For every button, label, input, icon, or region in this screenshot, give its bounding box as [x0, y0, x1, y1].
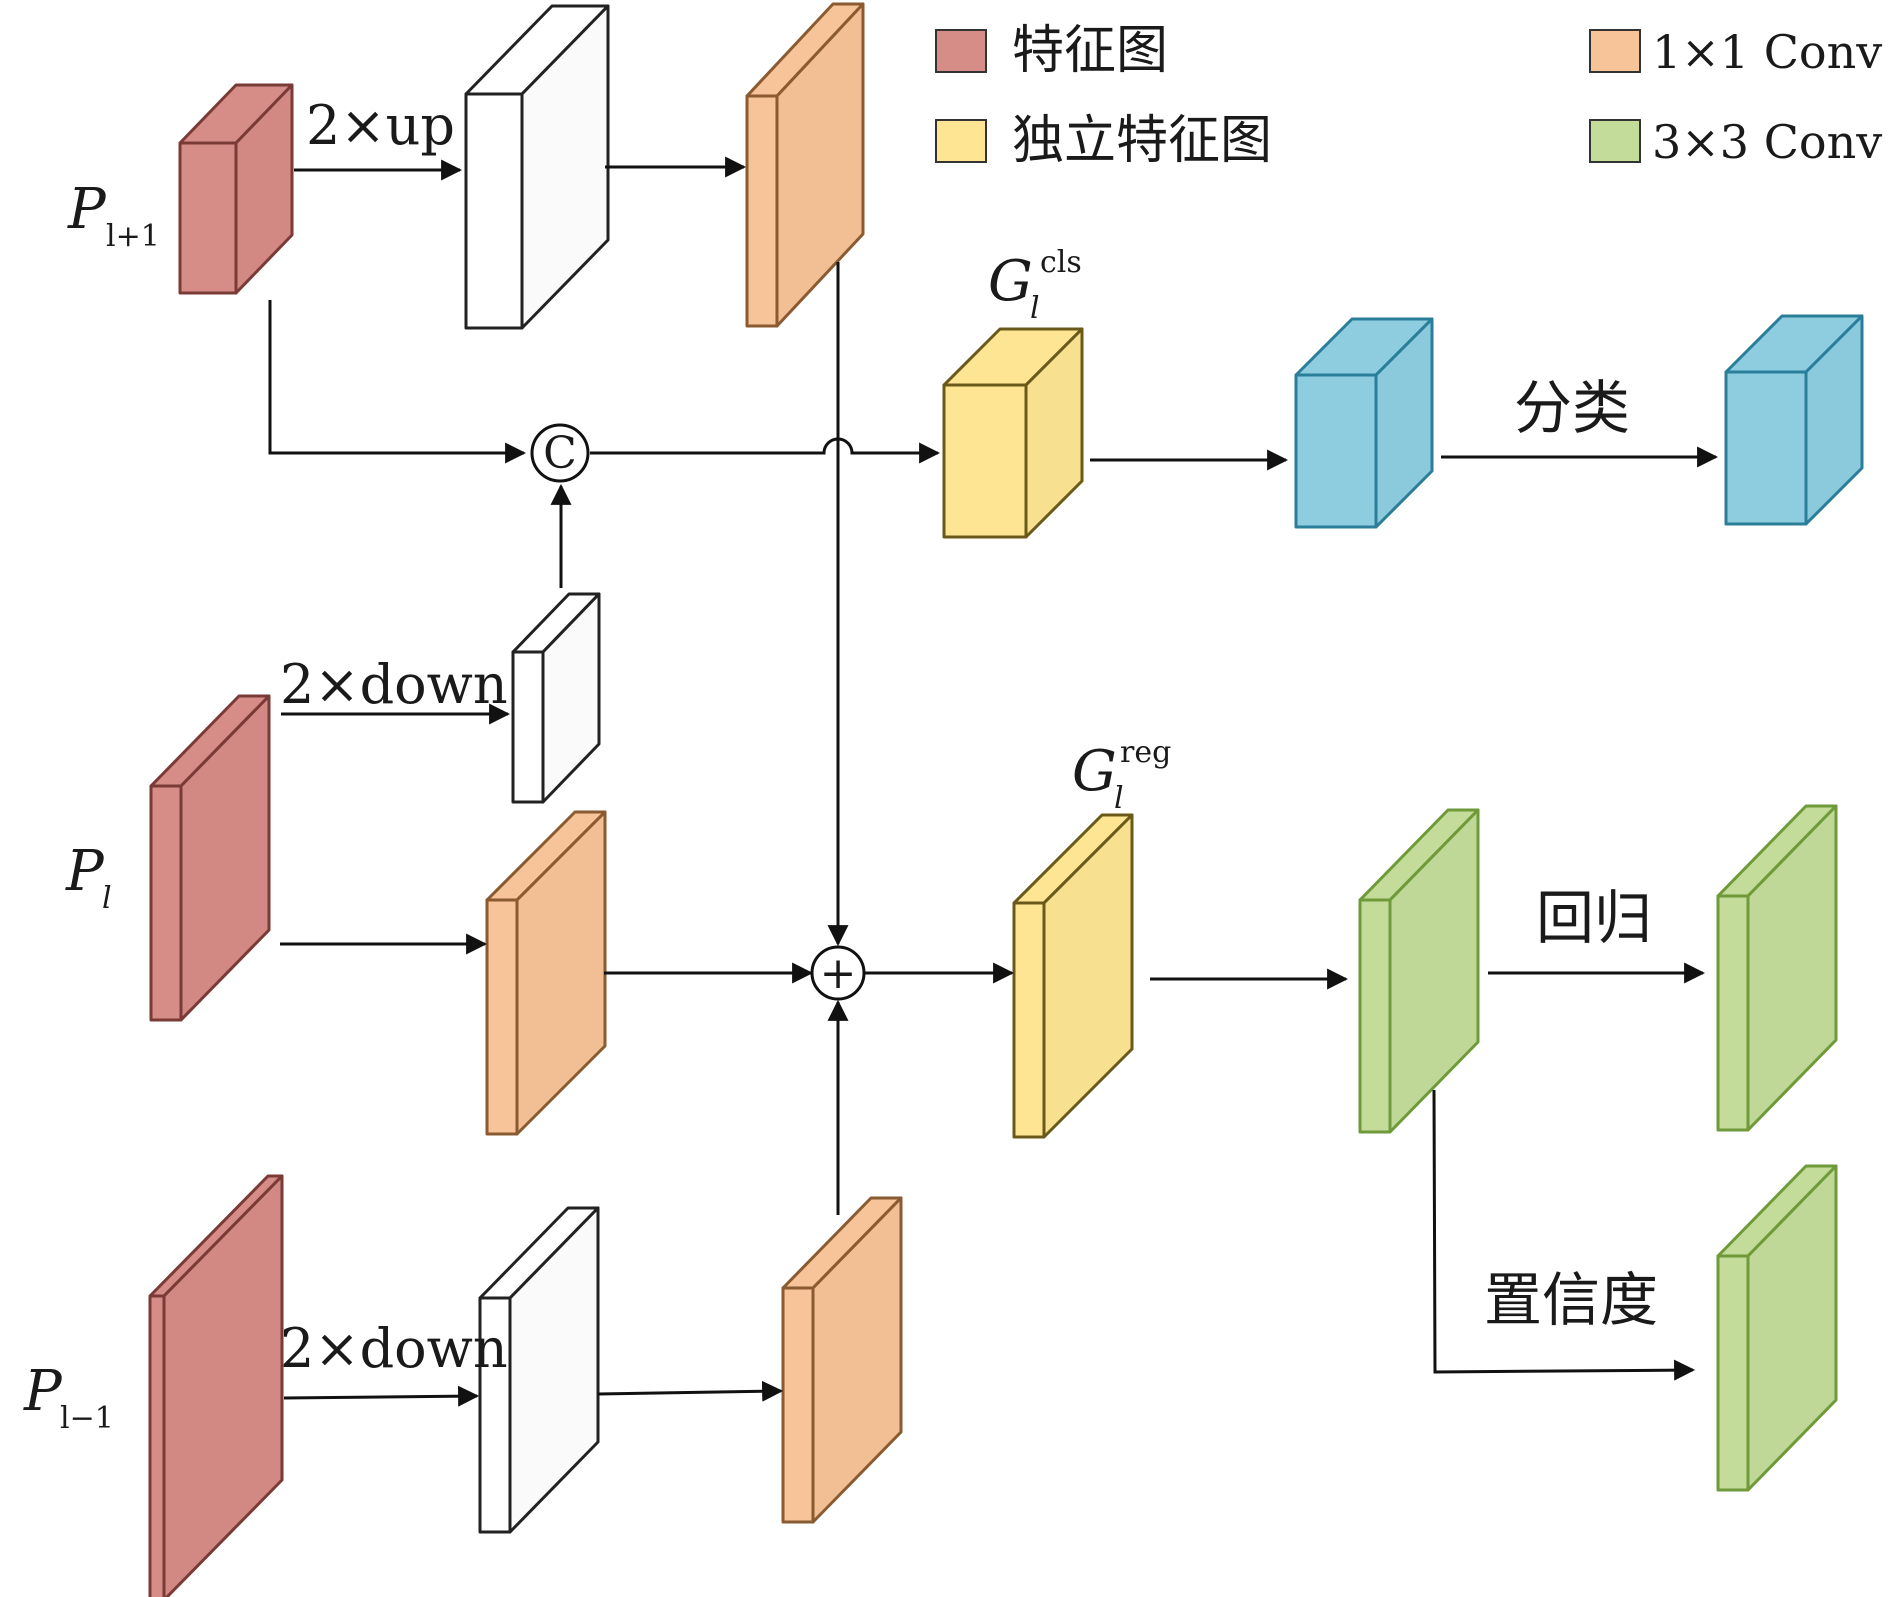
regress-label: 回归: [1536, 884, 1652, 952]
label-p-mid: P l: [65, 839, 112, 916]
up-label: 2×up: [306, 94, 455, 157]
p-mid-base: P: [65, 839, 105, 904]
block-cls-b-front: [1724, 370, 1808, 526]
down-label-low: 2×down: [280, 1317, 508, 1380]
block-p-upper-front: [178, 141, 238, 295]
block-g-reg-front: [1012, 901, 1046, 1139]
label-g-cls: G l cls: [988, 245, 1082, 326]
legend-label-conv1x1: 1×1 Conv: [1652, 25, 1882, 79]
label-p-lower: P l−1: [23, 1359, 114, 1436]
block-p-mid: [149, 694, 271, 1022]
block-down-mid-front: [511, 650, 545, 804]
legend-swatch-independent-feature: [935, 119, 987, 163]
add-symbol: +: [820, 948, 857, 999]
block-conv-mid-front: [485, 898, 519, 1136]
block-green-b-front: [1716, 894, 1750, 1132]
block-conv-mid: [485, 810, 607, 1136]
legend-label-conv3x3: 3×3 Conv: [1652, 115, 1882, 169]
block-cls-a: [1294, 317, 1434, 529]
legend-label-feature-map: 特征图: [1012, 21, 1168, 81]
block-g-cls: [942, 327, 1084, 539]
arrow-concat-to-gcls: [590, 437, 941, 464]
block-g-cls-front: [942, 383, 1028, 539]
arrow-pl-1-to-down: [283, 1385, 480, 1407]
g-reg-sup: reg: [1120, 735, 1171, 770]
concat-op: C: [530, 423, 590, 483]
block-down-mid: [511, 592, 601, 804]
arrow-pl1-to-concat: [268, 300, 527, 464]
concat-symbol: C: [543, 428, 577, 479]
block-p-lower-side: [162, 1174, 284, 1597]
g-cls-base: G: [988, 249, 1033, 314]
block-conv-top: [745, 2, 865, 328]
p-upper-sub: l+1: [106, 219, 160, 254]
block-p-mid-front: [149, 784, 183, 1022]
legend-swatch-conv1x1: [1589, 29, 1641, 73]
g-reg-sub: l: [1114, 781, 1124, 816]
block-green-c: [1716, 1164, 1838, 1492]
p-mid-sub: l: [102, 881, 112, 916]
block-up-front: [464, 92, 524, 330]
g-reg-base: G: [1072, 739, 1117, 804]
connections: [268, 156, 1719, 1407]
block-up: [464, 4, 610, 330]
block-green-a-front: [1358, 898, 1392, 1134]
add-circle: [810, 945, 866, 1001]
g-cls-sub: l: [1030, 291, 1040, 326]
block-cls-b: [1724, 314, 1864, 526]
label-g-reg: G l reg: [1072, 735, 1171, 816]
legend-label-independent-feature: 独立特征图: [1012, 111, 1272, 171]
arrow-down-to-lowconv: [597, 1380, 784, 1402]
block-p-upper: [178, 83, 294, 295]
block-conv-top-front: [745, 94, 779, 328]
block-conv-low-front: [781, 1286, 815, 1524]
block-green-c-front: [1716, 1254, 1750, 1492]
block-down-low-front: [478, 1296, 512, 1534]
confidence-label: 置信度: [1484, 1266, 1658, 1334]
add-op: +: [810, 945, 866, 1001]
down-label-mid: 2×down: [280, 653, 508, 716]
block-conv-low: [781, 1196, 903, 1524]
arrow-confidence: [1432, 1089, 1696, 1381]
legend-swatch-feature-map: [935, 29, 987, 73]
block-green-b: [1716, 804, 1838, 1132]
g-cls-sup: cls: [1040, 245, 1082, 280]
block-cls-a-front: [1294, 373, 1378, 529]
legend-swatch-conv3x3: [1589, 119, 1641, 163]
classify-label: 分类: [1514, 374, 1630, 442]
concat-circle: [530, 423, 590, 483]
p-lower-base: P: [23, 1359, 63, 1424]
block-green-a: [1358, 808, 1480, 1134]
legend: 特征图 独立特征图 1×1 Conv 3×3 Conv: [935, 21, 1882, 171]
p-upper-base: P: [67, 177, 107, 242]
block-p-lower: [148, 1174, 284, 1597]
block-g-reg: [1012, 813, 1134, 1139]
block-down-low: [478, 1206, 600, 1534]
blocks-layer: [148, 2, 1864, 1597]
label-p-upper: P l+1: [67, 177, 160, 254]
p-lower-sub: l−1: [60, 1401, 114, 1436]
block-p-lower-front: [148, 1294, 166, 1597]
